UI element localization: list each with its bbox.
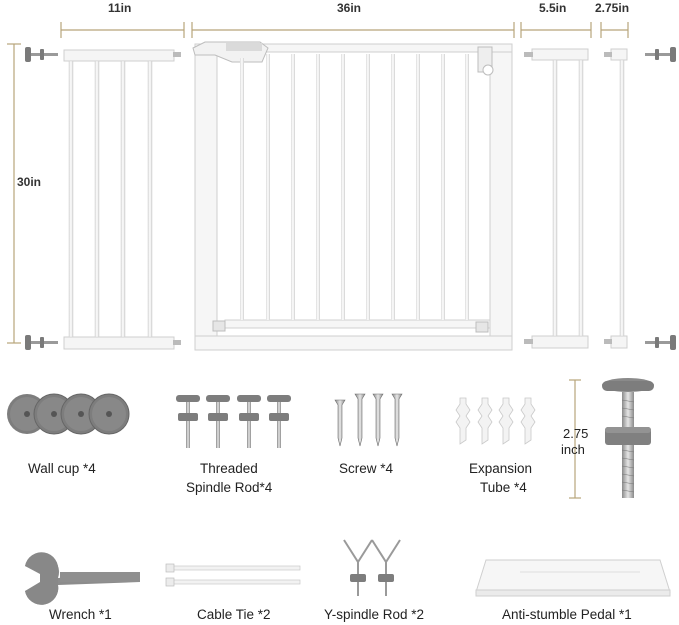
- cable-ties: [165, 563, 301, 587]
- corner-spindle-top-left: [25, 47, 58, 62]
- dim-label-30in: 30in: [17, 175, 42, 189]
- threaded-spindle-rods: [176, 395, 291, 448]
- label-wall-cup: Wall cup *4: [28, 461, 96, 476]
- label-expansion-tube-line2: Tube *4: [480, 480, 527, 495]
- extension-11in: [63, 49, 181, 350]
- anti-stumble-pedal: [475, 559, 671, 597]
- dim-label-36in: 36in: [337, 1, 362, 15]
- label-anti-stumble-pedal: Anti-stumble Pedal *1: [502, 607, 632, 622]
- label-cable-tie: Cable Tie *2: [197, 607, 271, 622]
- extension-5-5in: [524, 48, 589, 349]
- label-y-spindle-rod: Y-spindle Rod *2: [324, 607, 425, 622]
- corner-spindle-bottom-right: [645, 335, 676, 350]
- extension-2-75in: [604, 48, 628, 349]
- corner-spindle-top-right: [645, 47, 676, 62]
- label-screw: Screw *4: [339, 461, 394, 476]
- wrench: [25, 552, 140, 605]
- label-threaded-spindle-rod-line2: Spindle Rod*4: [186, 480, 273, 495]
- label-threaded-spindle-rod-line1: Threaded: [200, 461, 258, 476]
- dim-label-2-75in: 2.75in: [595, 1, 630, 15]
- expansion-tubes: [455, 397, 536, 445]
- label-wrench: Wrench *1: [49, 607, 112, 622]
- dimension-lines: [7, 22, 629, 499]
- wall-cups: [7, 393, 130, 435]
- screws: [334, 393, 403, 447]
- spindle-length-unit: inch: [561, 442, 585, 457]
- main-gate-36in: [192, 41, 513, 351]
- spindle-length-value: 2.75: [563, 426, 589, 441]
- corner-spindle-bottom-left: [25, 335, 58, 350]
- large-spindle-rod: [602, 378, 654, 498]
- y-spindle-rods: [343, 539, 401, 596]
- dim-label-11in: 11in: [108, 1, 132, 15]
- dim-label-5-5in: 5.5in: [539, 1, 567, 15]
- label-expansion-tube-line1: Expansion: [469, 461, 533, 476]
